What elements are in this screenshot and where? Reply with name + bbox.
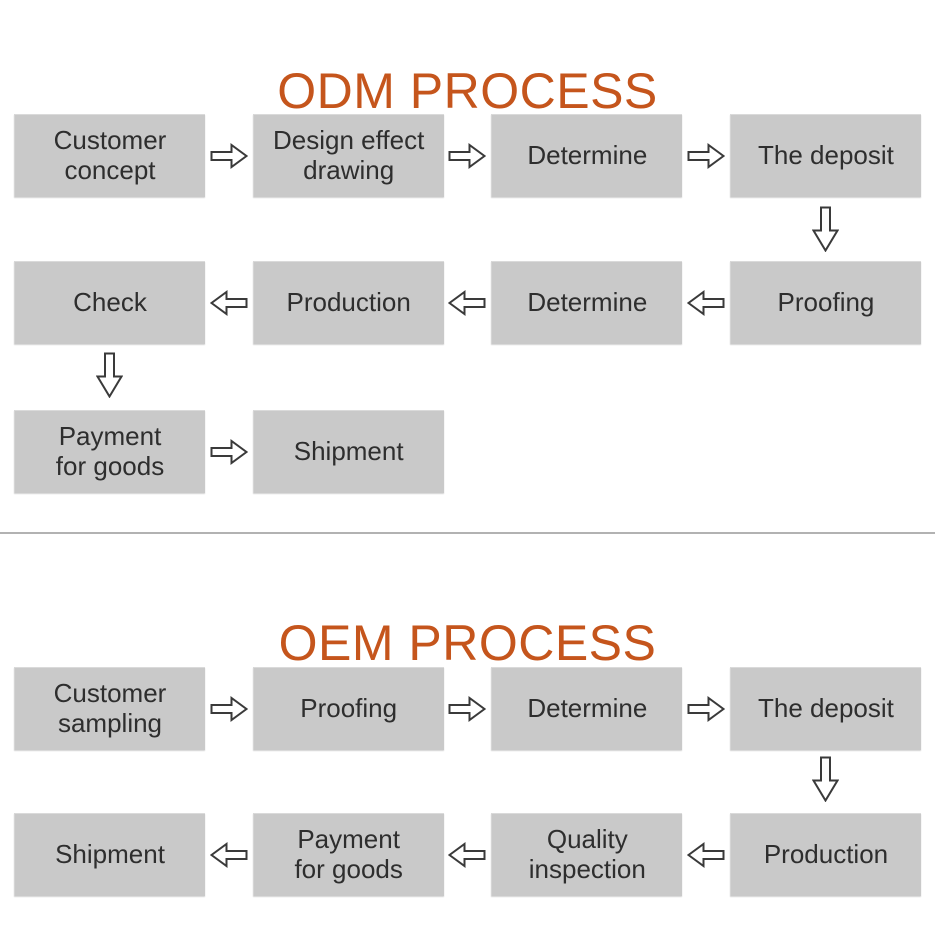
flow-connector [444, 261, 492, 344]
arrow-right-icon [210, 695, 248, 722]
flow-step-box: Production [252, 261, 444, 344]
oem-row-1: Customer sampling Proofing Determine The… [14, 667, 921, 750]
odm-row-2: Check Production Determine Proofing [14, 261, 921, 344]
flow-step-label: Shipment [55, 839, 165, 870]
flow-step-box: Customer sampling [14, 667, 205, 750]
flow-step-box: Determine [491, 114, 683, 197]
flow-step-label: Check [73, 287, 147, 318]
arrow-right-icon [210, 438, 248, 465]
flow-connector [444, 667, 492, 750]
odm-row-1: Customer concept Design effect drawing D… [14, 114, 921, 197]
flow-connector [682, 261, 730, 344]
flow-connector [205, 813, 253, 896]
section-divider [0, 532, 935, 534]
flow-connector [205, 114, 253, 197]
arrow-right-icon [687, 695, 726, 722]
flow-step-label: Production [763, 839, 889, 870]
flow-step-label: Determine [527, 140, 648, 171]
flow-step-label: Payment for goods [55, 421, 165, 481]
flow-step-label: Customer sampling [53, 678, 167, 738]
arrow-right-icon [210, 142, 248, 169]
flow-step-label: Proofing [300, 693, 398, 724]
arrow-down-icon [96, 352, 123, 398]
flow-step-box: Customer concept [14, 114, 205, 197]
arrow-right-icon [448, 695, 487, 722]
flow-step-box: Proofing [729, 261, 921, 344]
arrow-left-icon [209, 289, 248, 316]
arrow-left-icon [687, 289, 725, 316]
flow-connector [444, 114, 492, 197]
arrow-right-icon [448, 142, 487, 169]
arrow-left-icon [687, 841, 725, 868]
flow-connector [205, 410, 253, 493]
flow-step-label: Determine [527, 693, 648, 724]
flow-step-label: Payment for goods [294, 824, 403, 884]
odm-title: ODM PROCESS [277, 62, 658, 119]
arrow-left-icon [448, 289, 486, 316]
flow-step-box: Proofing [252, 667, 444, 750]
flow-connector [682, 667, 730, 750]
flow-step-box: Shipment [14, 813, 205, 896]
arrow-right-icon [687, 142, 726, 169]
flow-step-box: Production [729, 813, 921, 896]
flow-step-box: Payment for goods [252, 813, 444, 896]
flow-step-label: Proofing [777, 287, 875, 318]
flow-step-label: The deposit [758, 693, 894, 724]
flow-connector [205, 261, 253, 344]
flow-step-label: Design effect drawing [273, 125, 425, 185]
flow-connector [444, 813, 492, 896]
flow-step-label: Shipment [293, 436, 404, 467]
flow-step-label: Customer concept [53, 125, 167, 185]
oem-row-2: Shipment Payment for goods Quality inspe… [14, 813, 921, 896]
flow-step-label: Quality inspection [528, 824, 646, 884]
flow-step-box: Payment for goods [14, 410, 205, 493]
arrow-left-icon [448, 841, 486, 868]
flow-step-box: Quality inspection [491, 813, 683, 896]
flow-step-box: Determine [491, 261, 683, 344]
flow-step-box: The deposit [729, 667, 921, 750]
flow-step-box: Check [14, 261, 205, 344]
arrow-left-icon [209, 841, 248, 868]
flow-step-box: The deposit [729, 114, 921, 197]
flow-step-label: Production [286, 287, 411, 318]
flow-step-box: Shipment [252, 410, 444, 493]
flow-connector [205, 667, 253, 750]
arrow-down-icon [812, 206, 839, 252]
oem-title: OEM PROCESS [278, 614, 657, 671]
odm-row-3: Payment for goods Shipment [14, 410, 921, 493]
flow-step-box: Design effect drawing [252, 114, 444, 197]
flow-connector [682, 813, 730, 896]
flow-step-label: The deposit [758, 140, 894, 171]
arrow-down-icon [812, 756, 839, 802]
flow-step-label: Determine [527, 287, 648, 318]
flow-step-box: Determine [491, 667, 683, 750]
flow-connector [682, 114, 730, 197]
